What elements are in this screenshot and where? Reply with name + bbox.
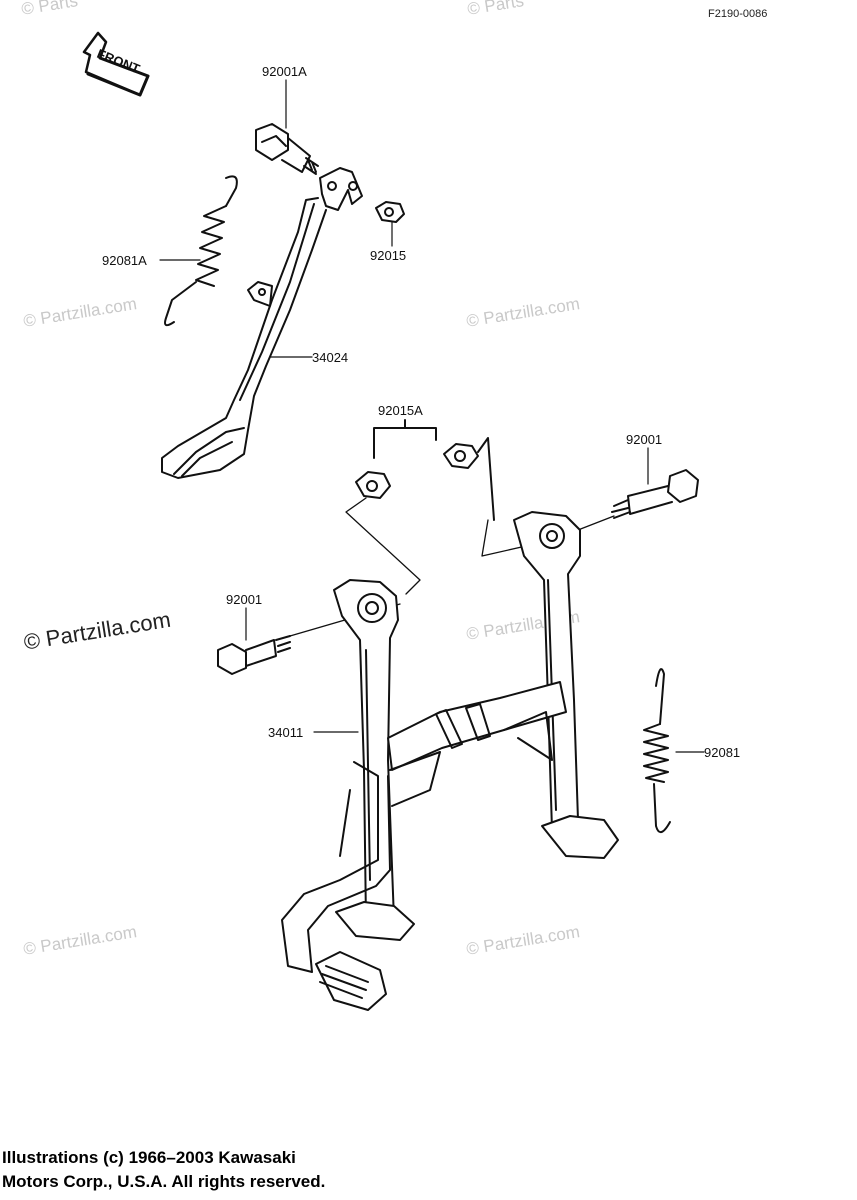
label-34011: 34011 xyxy=(268,725,303,740)
spring-92081 xyxy=(643,668,671,833)
label-92081: 92081 xyxy=(704,745,740,760)
label-92081a: 92081A xyxy=(102,253,147,268)
label-92015a: 92015A xyxy=(378,403,423,418)
bolt-92001a xyxy=(255,123,319,175)
side-stand-34024 xyxy=(161,167,363,479)
spring-92081a xyxy=(164,175,238,327)
copyright-line-2: Motors Corp., U.S.A. All rights reserved… xyxy=(2,1172,326,1191)
label-92015: 92015 xyxy=(370,248,406,263)
main-stand-34011 xyxy=(281,511,619,1011)
figure-ref-code: F2190-0086 xyxy=(708,8,768,20)
nut-92015 xyxy=(375,201,405,223)
label-92001a: 92001A xyxy=(262,64,307,79)
label-92001-right: 92001 xyxy=(626,432,662,447)
bolt-92001-left xyxy=(217,635,291,675)
copyright-line-1: Illustrations (c) 1966–2003 Kawasaki xyxy=(2,1148,296,1167)
bolt-92001-right xyxy=(611,469,699,519)
nuts-92015a xyxy=(355,419,495,521)
label-92001-left: 92001 xyxy=(226,592,262,607)
exploded-view-svg: FRONT 92001A 92081A 92015 34024 92015A 9… xyxy=(82,31,740,1011)
front-arrow-icon xyxy=(82,31,150,97)
label-34024: 34024 xyxy=(312,350,348,365)
copyright-notice: Illustrations (c) 1966–2003 Kawasaki Mot… xyxy=(2,1146,325,1194)
